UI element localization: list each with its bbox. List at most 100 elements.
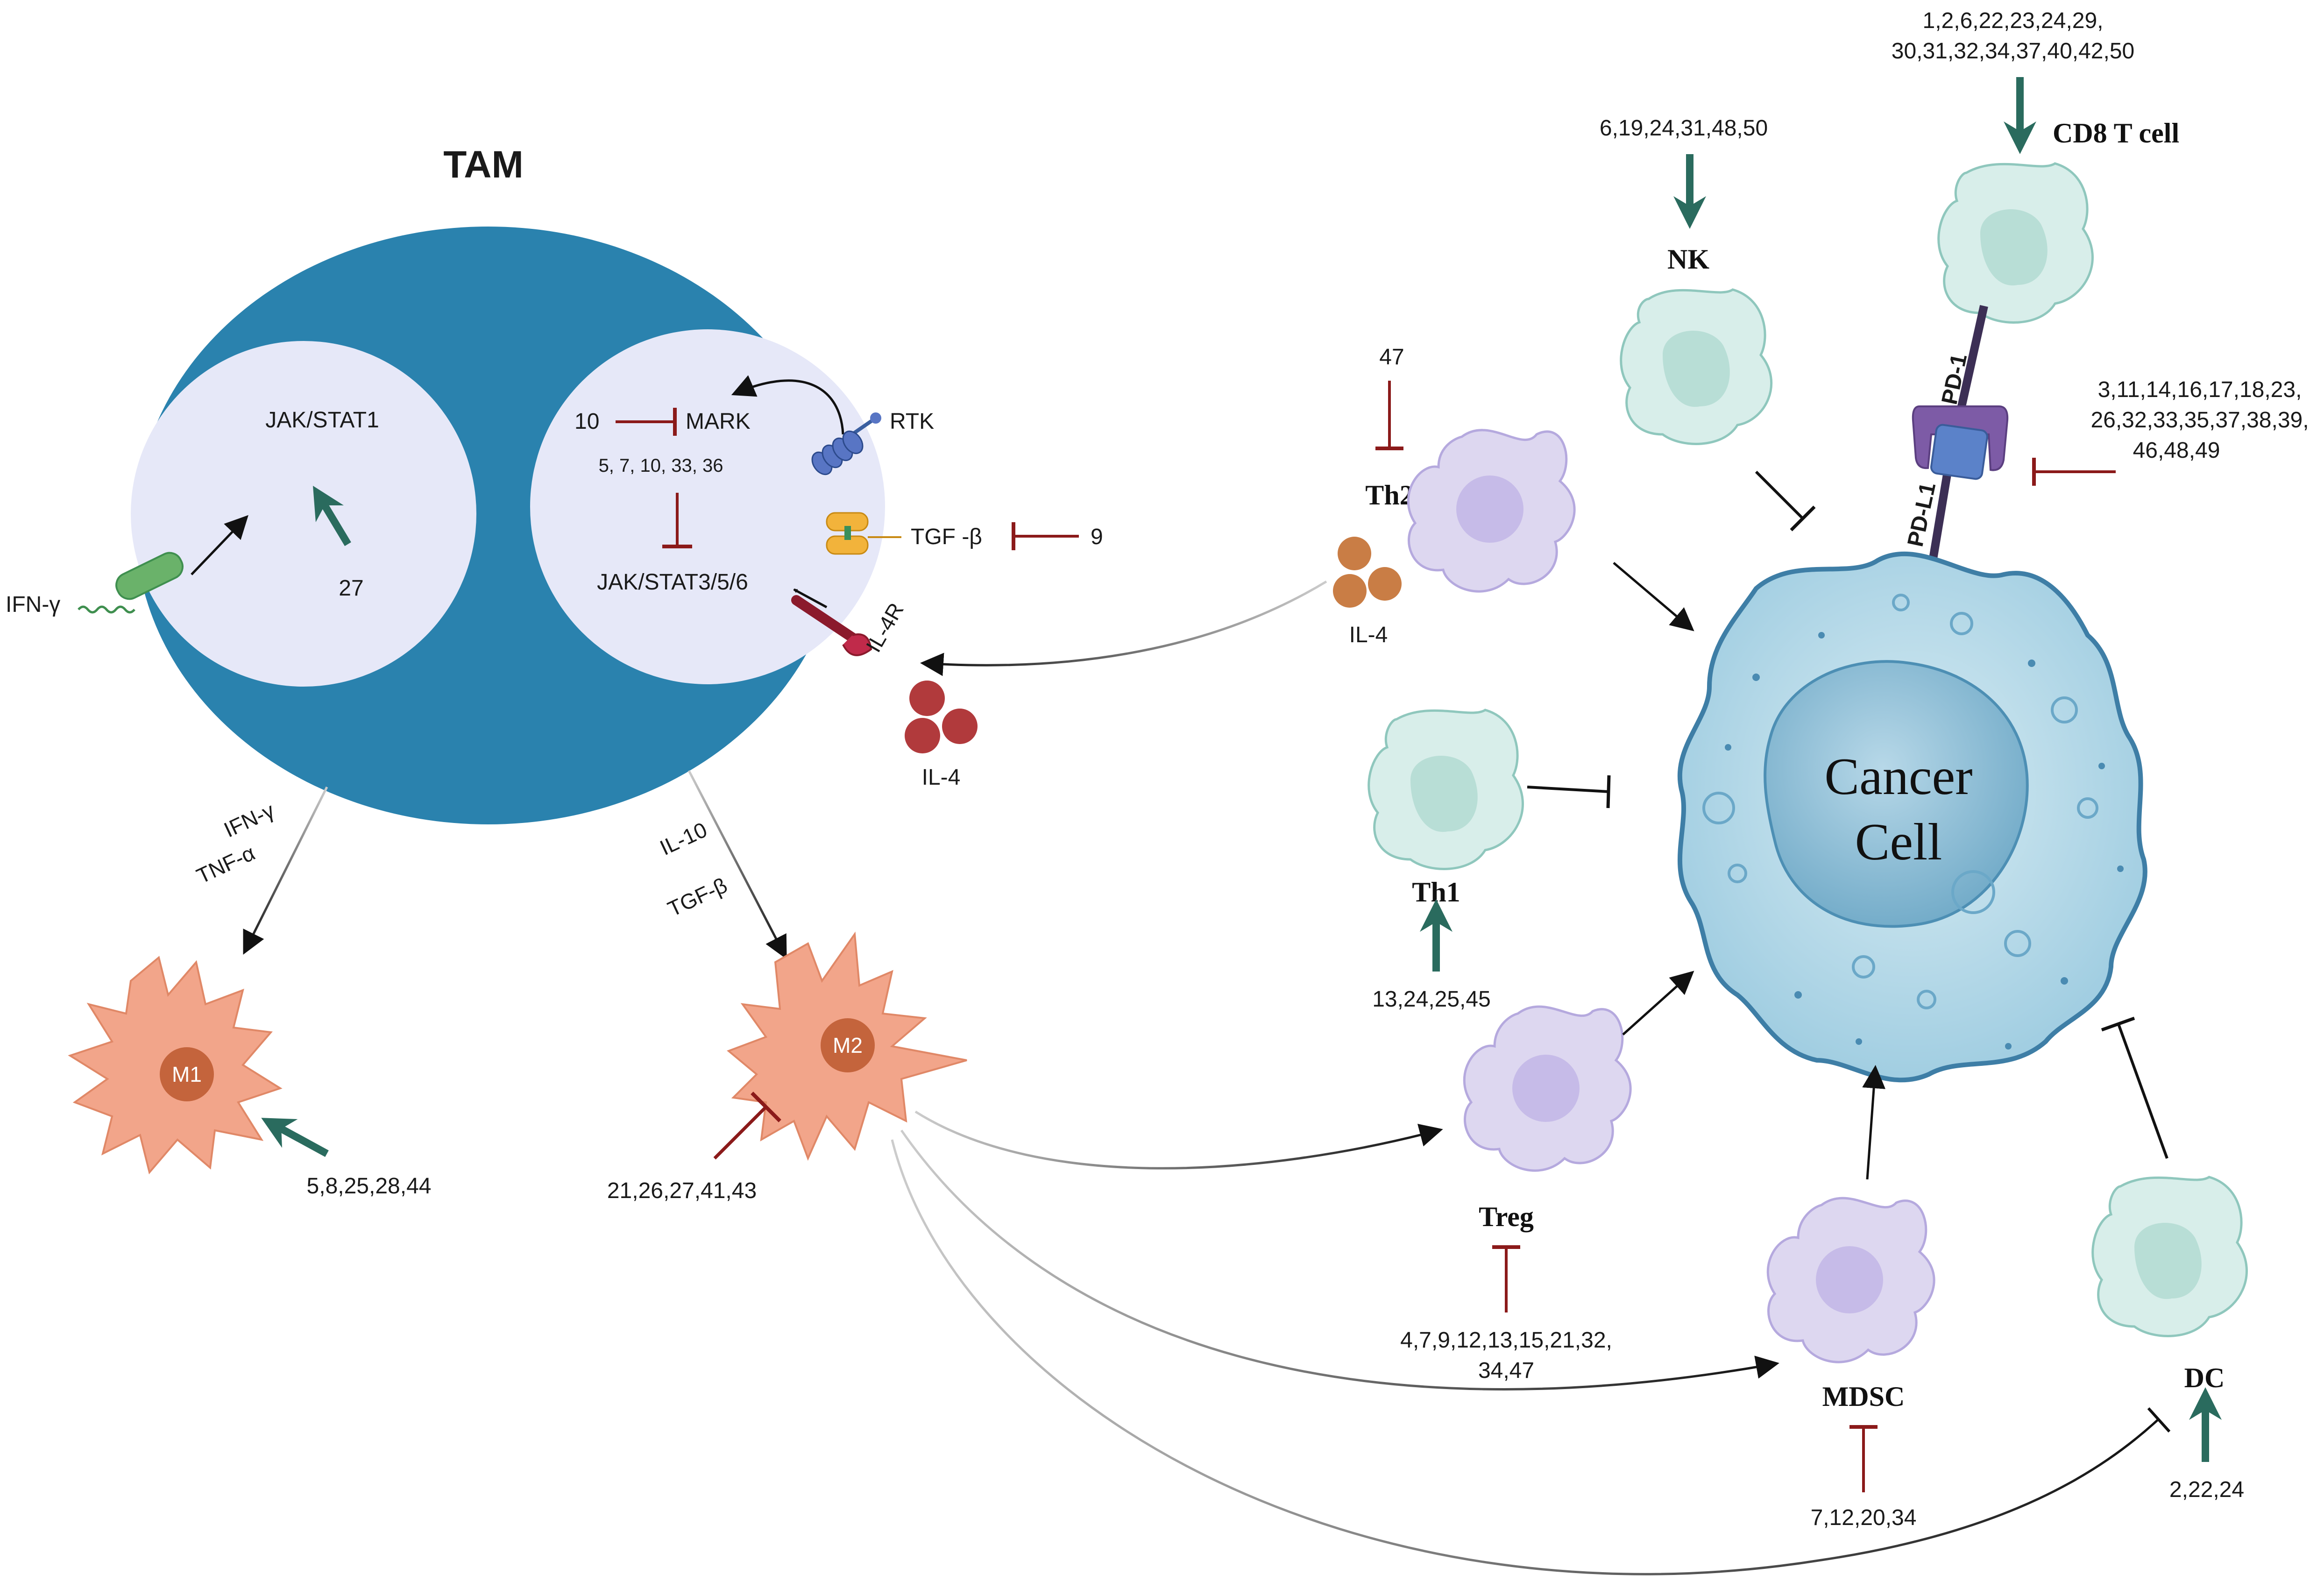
ref-27-label: 27 [339, 576, 363, 601]
m1-core [160, 1047, 214, 1101]
mdsc-nucleus [1816, 1246, 1883, 1313]
tam-to-m2-arrow [687, 770, 787, 959]
treg-refs-inhibition [1492, 1245, 1520, 1312]
m2-macrophage: IL-10 TGF-β M2 21,26,27,41,43 [607, 770, 967, 1203]
cancer-cell: Cancer Cell [1677, 551, 2147, 1083]
th2-cell: 47 Th2 IL-4 [920, 345, 1694, 676]
il4r-receptor-icon [791, 595, 872, 656]
m2-to-treg-arrow [914, 1110, 1443, 1170]
cd8-label: CD8 T cell [2053, 118, 2179, 149]
th2-nucleus [1456, 475, 1523, 543]
cd8-t-cell: 1,2,6,22,23,24,29, 30,31,32,34,37,40,42,… [1892, 8, 2179, 324]
nk-nucleus [1663, 330, 1730, 407]
m2-refs-inhibition [713, 1092, 781, 1160]
th2-ref-label: 47 [1379, 345, 1404, 369]
ref-10-inhibition [616, 408, 677, 436]
ifn-to-jak-stat1-arrow [191, 515, 248, 575]
th1-refs-label: 13,24,25,45 [1372, 987, 1491, 1012]
nk-label: NK [1667, 244, 1709, 275]
mdsc-refs-inhibition [1849, 1425, 1878, 1492]
cancer-vesicles [1702, 594, 2098, 1009]
th1-nucleus [1410, 755, 1478, 832]
m2-stimuli-tgfb: TGF-β [664, 873, 731, 922]
cd8-nucleus [1980, 209, 2048, 286]
dc-label: DC [2184, 1362, 2225, 1393]
il4r-label: IL-4R [861, 599, 908, 656]
il4-to-tam-arrow [920, 580, 1327, 676]
m2-stimuli-il10: IL-10 [656, 817, 711, 860]
m1-stimuli-ifn: IFN-γ [220, 798, 278, 842]
treg-refs-line1: 4,7,9,12,13,15,21,32, [1400, 1328, 1612, 1353]
ref-10-label: 10 [574, 409, 599, 434]
ref-9-inhibition [1012, 522, 1079, 550]
th2-label: Th2 [1365, 480, 1413, 511]
stat-refs-inhibition [662, 493, 692, 548]
m1-label: M1 [172, 1062, 202, 1086]
tgfb-receptor-label: TGF -β [911, 525, 982, 549]
treg-label: Treg [1479, 1201, 1534, 1232]
m1-stimuli-tnf: TNF-α [193, 840, 259, 888]
stat-refs-label: 5, 7, 10, 33, 36 [599, 455, 723, 476]
treg-refs-line2: 34,47 [1478, 1358, 1534, 1383]
checkpoint-refs-inhibition [2032, 458, 2116, 486]
il4r-to-stat-arrow [793, 588, 828, 609]
mdsc-label: MDSC [1822, 1381, 1905, 1412]
dc-nucleus [2134, 1222, 2202, 1299]
rtk-receptor-icon [811, 412, 881, 475]
m1-refs-label: 5,8,25,28,44 [307, 1174, 432, 1199]
nk-refs-label: 6,19,24,31,48,50 [1600, 116, 1768, 141]
dc-refs-label: 2,22,24 [2169, 1477, 2244, 1502]
th1-cell: Th1 13,24,25,45 [1368, 709, 1611, 1012]
th1-label: Th1 [1412, 877, 1460, 908]
pd1-receptor-icon [1912, 405, 2009, 471]
checkpoint-refs-line2: 26,32,33,35,37,38,39, [2090, 408, 2309, 433]
nk-inhibition [1755, 470, 1816, 532]
m2-refs-label: 21,26,27,41,43 [607, 1178, 757, 1203]
treg-cell: Treg 4,7,9,12,13,15,21,32, 34,47 [1400, 971, 1694, 1383]
ifn-gamma-label: IFN-γ [6, 592, 60, 617]
cancer-label-line1: Cancer [1824, 748, 1972, 806]
cancer-nucleus [1764, 660, 2029, 928]
th2-ref-inhibition [1375, 381, 1403, 450]
tam-cell: TAM JAK/STAT1 27 IFN-γ 10 MARK 5, 7, 10,… [6, 143, 1103, 824]
cd8-refs-line2: 30,31,32,34,37,40,42,50 [1892, 39, 2134, 64]
m1-refs-activation-arrow [261, 1118, 329, 1157]
jak-stat356-label: JAK/STAT3/5/6 [597, 570, 748, 595]
m2-to-mdsc-arrow [900, 1129, 1779, 1390]
jak-stat1-label: JAK/STAT1 [265, 408, 379, 433]
cancer-granules [1725, 632, 2124, 1050]
m2-core [821, 1018, 875, 1072]
tam-to-m1-arrow [243, 786, 328, 955]
il4-label-red: IL-4 [922, 765, 961, 790]
il4-cytokine-red-icon [905, 681, 978, 753]
tam-nucleus-right [530, 329, 885, 684]
pdl1-receptor-icon [1930, 424, 1988, 480]
th1-inhibition [1527, 775, 1611, 809]
rtk-label: RTK [890, 409, 934, 434]
il4-cytokine-brown-icon [1333, 537, 1402, 608]
dc-cell: DC 2,22,24 [2091, 1016, 2248, 1502]
checkpoint-refs-line1: 3,11,14,16,17,18,23, [2098, 377, 2302, 402]
pd1-stalk [1957, 305, 1988, 407]
cancer-label-line2: Cell [1855, 813, 1942, 871]
pd1-pdl1-checkpoint: PD-1 PD-L1 3,11,14,16,17,18,23, 26,32,33… [1903, 305, 2309, 585]
tam-title: TAM [443, 143, 524, 186]
mdsc-to-cancer-arrow [1862, 1065, 1886, 1180]
cd8-refs-line1: 1,2,6,22,23,24,29, [1923, 8, 2104, 33]
tgfb-receptor-icon [826, 512, 901, 555]
m2-label: M2 [833, 1033, 863, 1057]
ifn-receptor-icon [78, 552, 184, 614]
dc-inhibition [2101, 1016, 2168, 1159]
mdsc-refs-label: 7,12,20,34 [1811, 1505, 1917, 1530]
treg-to-cancer-arrow [1622, 971, 1694, 1036]
m2-to-dc-inhibition [891, 1139, 2171, 1575]
il4-label-brown: IL-4 [1349, 623, 1388, 647]
mark-label: MARK [686, 409, 751, 434]
treg-nucleus [1512, 1055, 1580, 1122]
checkpoint-refs-line3: 46,48,49 [2133, 438, 2220, 463]
m1-macrophage: IFN-γ TNF-α M1 5,8,25,28,44 [68, 786, 432, 1199]
tam-nucleus-left [131, 341, 476, 687]
ref-27-activation-arrow [312, 485, 351, 546]
nk-cell: 6,19,24,31,48,50 NK [1600, 116, 1816, 532]
